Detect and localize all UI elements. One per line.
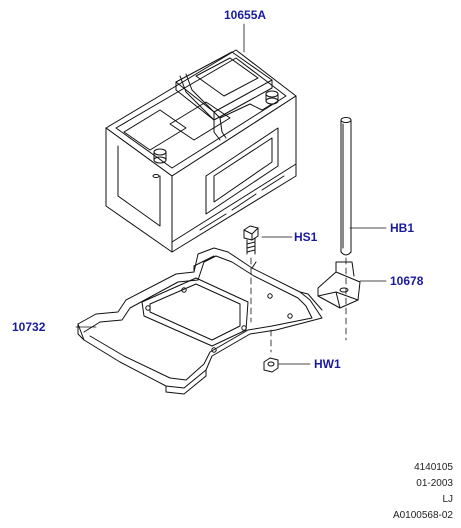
callout-clamp: 10678 [390, 274, 424, 288]
bolt [243, 225, 259, 255]
nut [263, 357, 279, 373]
callout-bolt: HS1 [294, 230, 318, 244]
callout-battery: 10655A [224, 8, 267, 22]
battery [105, 49, 297, 253]
callout-tray: 10732 [12, 320, 46, 334]
leader-lines [75, 23, 387, 365]
clamp-bracket [317, 261, 361, 309]
reference-code-1: 4140105 [414, 462, 453, 473]
callout-hold-rod: HB1 [390, 221, 415, 235]
hold-down-rod [340, 117, 352, 256]
reference-date: 01-2003 [416, 478, 453, 489]
callout-nut: HW1 [314, 357, 341, 371]
reference-drawing-number: A0100568-02 [392, 510, 453, 521]
battery-tray [77, 247, 323, 395]
reference-initials: LJ [442, 494, 453, 505]
